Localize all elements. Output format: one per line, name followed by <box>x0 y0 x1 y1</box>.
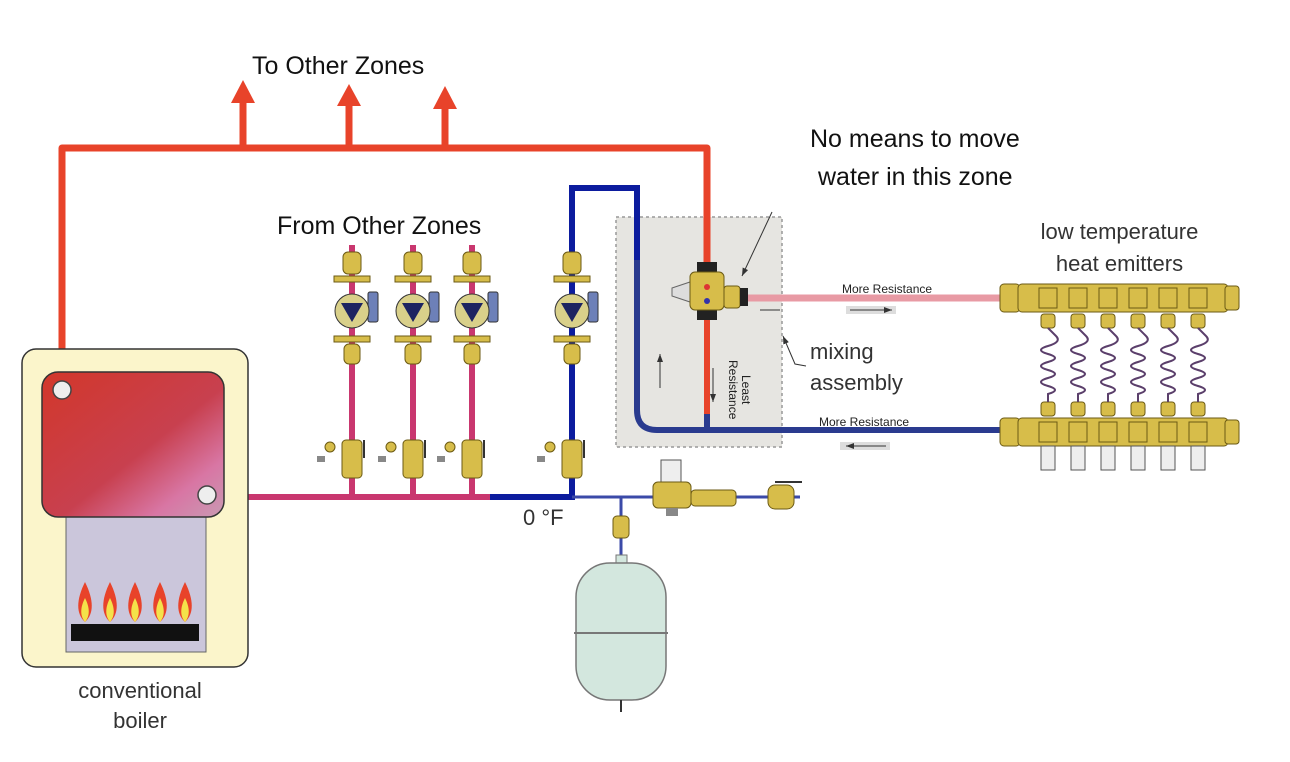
manifold-bar <box>999 283 1240 313</box>
heat-emitter-manifolds <box>999 283 1240 471</box>
return-pipe <box>634 260 1010 433</box>
emitter-loop <box>1128 287 1149 471</box>
emitter-loop <box>1188 287 1209 471</box>
heat-exchanger <box>41 371 225 518</box>
temperature-readout: 0 °F <box>523 505 564 530</box>
arrow-up-icon <box>231 80 255 103</box>
manifold-outlet <box>1100 445 1116 471</box>
manifold-outlet <box>1130 445 1146 471</box>
zone-return-pipe <box>490 185 640 500</box>
least-resistance-label: Least Resistance <box>726 360 753 420</box>
emitter-loop <box>1158 287 1179 471</box>
warning-line-2: water in this zone <box>818 163 1013 191</box>
boiler-label-2: boiler <box>113 708 167 733</box>
expansion-tank <box>574 554 668 712</box>
pump-triangle-icon <box>461 303 483 322</box>
mixing-assembly-box <box>615 216 783 448</box>
from-other-zones-label: From Other Zones <box>277 212 482 240</box>
emitters-label-2: heat emitters <box>1055 251 1184 276</box>
manifold-bar <box>999 417 1240 447</box>
flame-icon <box>178 582 192 622</box>
supply-resistance-label: More Resistance <box>842 282 933 296</box>
flame-icon <box>103 582 117 622</box>
ball-valve-icon <box>402 439 424 479</box>
return-resistance-label: More Resistance <box>819 415 910 429</box>
circulator-pump <box>537 251 599 479</box>
flame-icons <box>78 582 192 622</box>
arrow-up-icon <box>433 86 457 109</box>
emitter-loop <box>1098 287 1119 471</box>
manifold-outlet <box>1190 445 1206 471</box>
emitter-loop <box>1068 287 1089 471</box>
ball-valve-icon <box>341 439 363 479</box>
least-resistance-line-1: Least <box>739 375 753 405</box>
circulator-pump <box>317 251 379 479</box>
circulator-pump <box>378 251 440 479</box>
mixing-valve <box>671 262 748 320</box>
flame-icon <box>153 582 167 622</box>
pump-triangle-icon <box>561 303 583 322</box>
boiler <box>21 348 249 668</box>
mixing-label-1: mixing <box>810 339 874 364</box>
warning-line-1: No means to move <box>810 125 1020 153</box>
flow-arrows <box>657 211 896 450</box>
pump-triangle-icon <box>341 303 363 322</box>
least-resistance-line-2: Resistance <box>726 360 740 420</box>
circulator-pump <box>437 251 499 479</box>
pump-triangle-icon <box>402 303 424 322</box>
up-arrow-icons <box>231 80 457 109</box>
manifold-outlet <box>1160 445 1176 471</box>
hot-supply-pipe <box>58 100 711 385</box>
circulator-pumps <box>317 251 599 479</box>
to-other-zones-label: To Other Zones <box>252 52 425 80</box>
fill-valve-assembly <box>612 459 802 539</box>
burner-icon <box>71 624 199 641</box>
manifold-outlet <box>1070 445 1086 471</box>
manifold-outlet <box>1040 445 1056 471</box>
mixing-label-2: assembly <box>810 370 903 395</box>
emitters-label-1: low temperature <box>1040 219 1199 244</box>
boiler-label-1: conventional <box>78 678 202 703</box>
ball-valve-icon <box>561 439 583 479</box>
flame-icon <box>128 582 142 622</box>
emitter-loop <box>1038 287 1059 471</box>
ball-valve-icon <box>461 439 483 479</box>
flame-icon <box>78 582 92 622</box>
arrow-up-icon <box>337 84 361 106</box>
